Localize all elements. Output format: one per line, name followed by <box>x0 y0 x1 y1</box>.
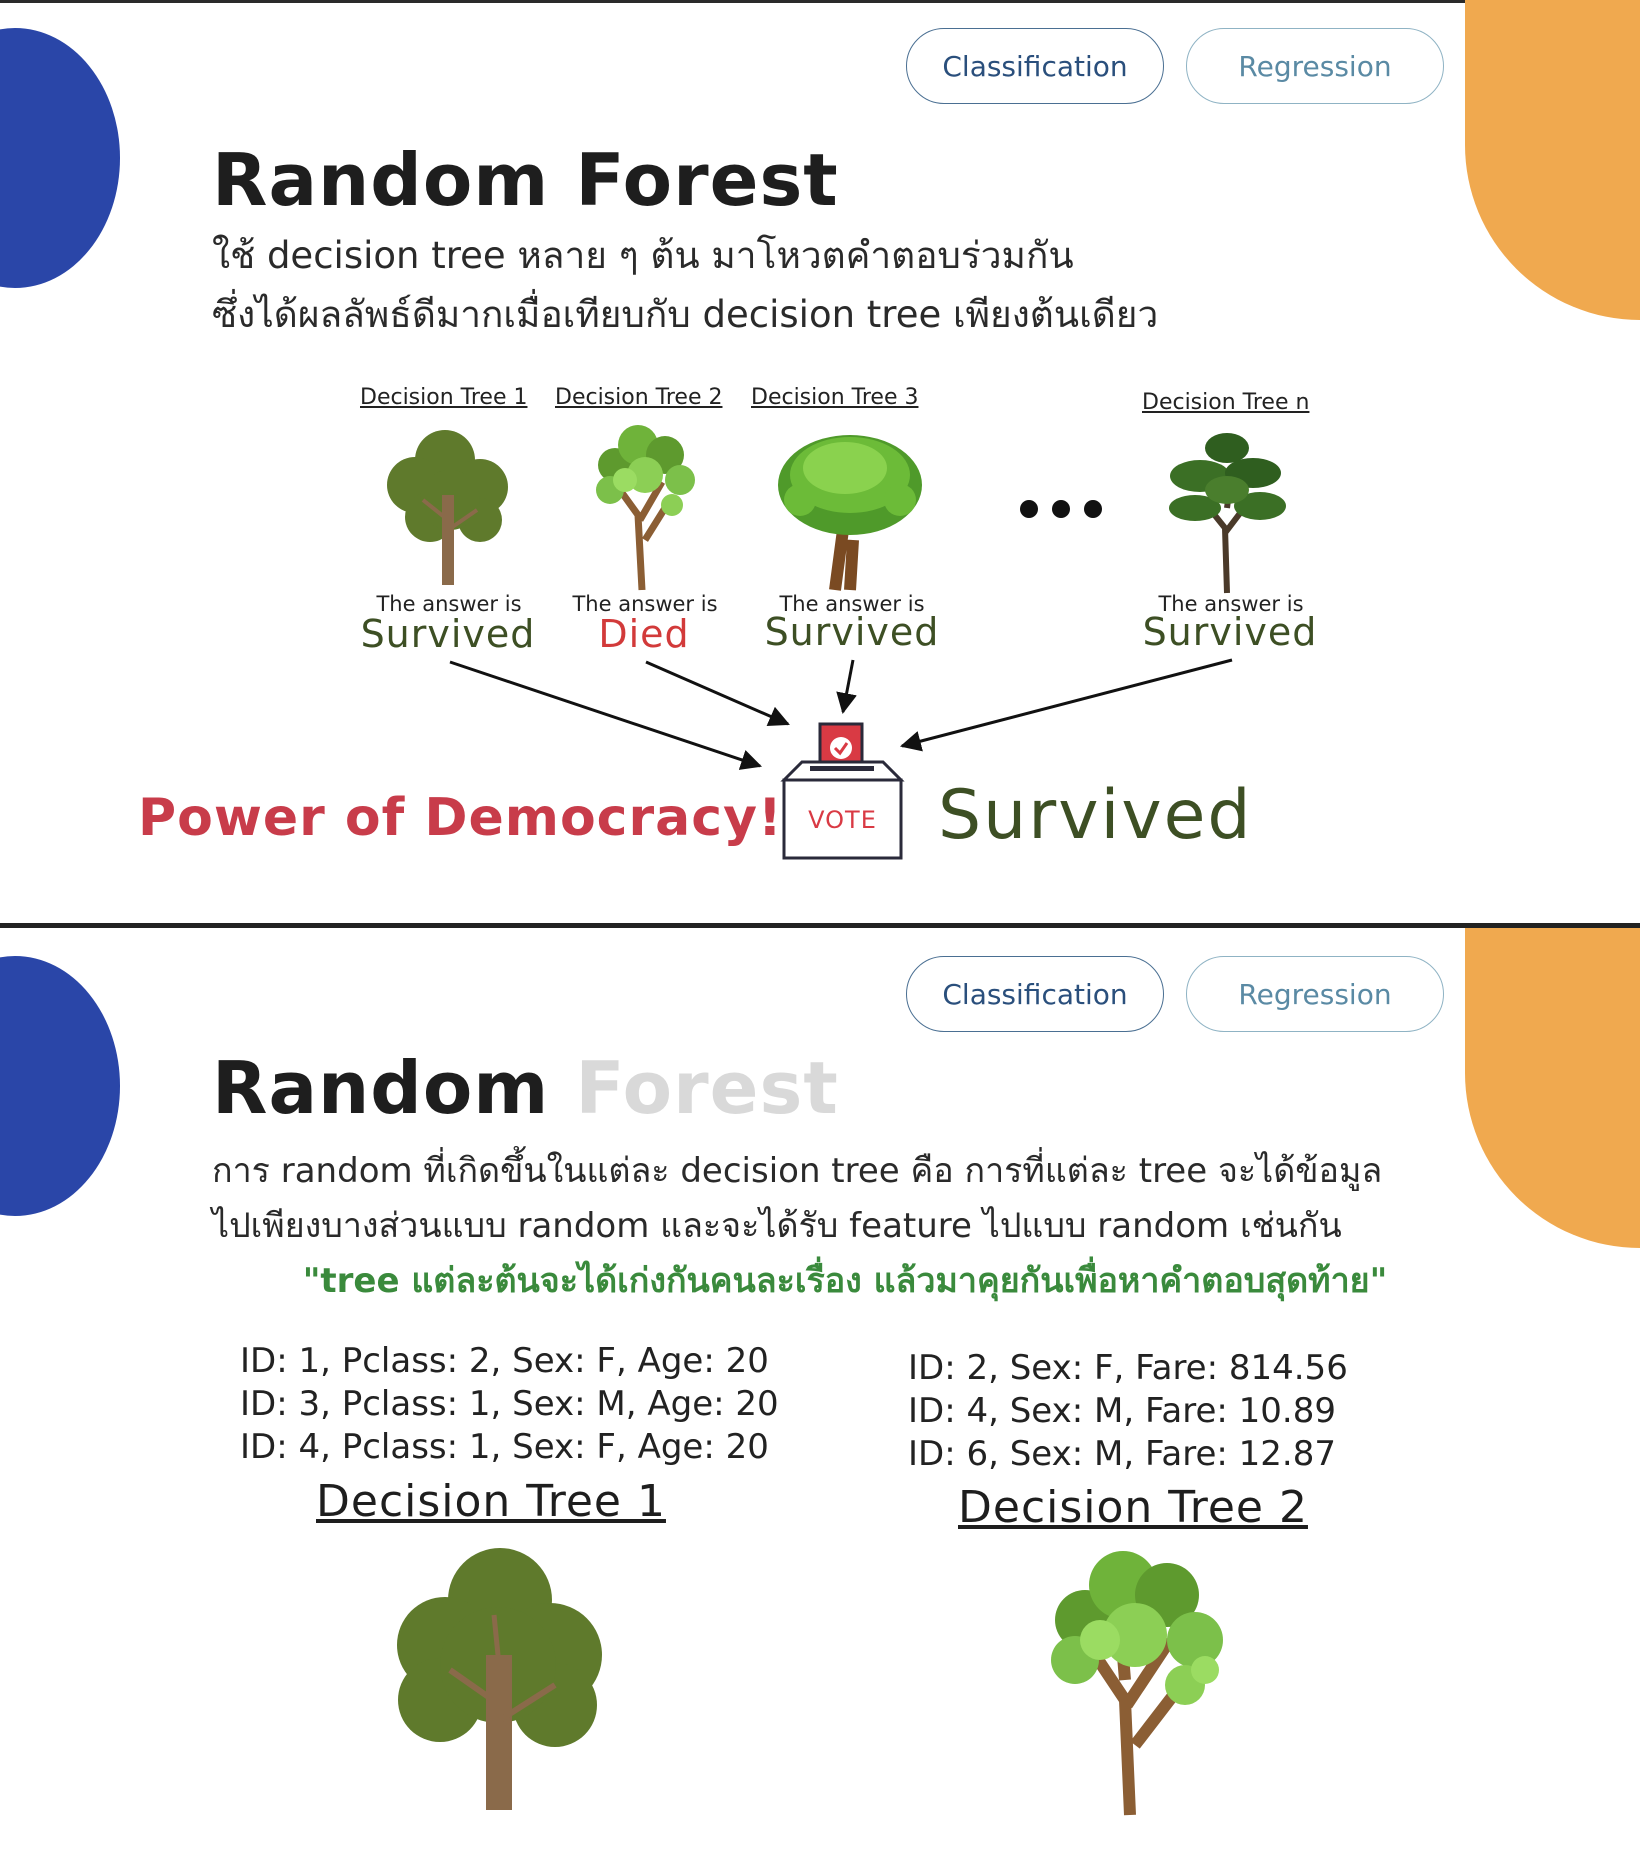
tree-3-icon <box>778 435 922 591</box>
title-random: Random <box>212 1046 550 1130</box>
classification-button[interactable]: Classification <box>906 956 1164 1032</box>
description-line-2: ซึ่งได้ผลลัพธ์ดีมากเมื่อเทียบกับ decisio… <box>212 293 1159 336</box>
tree-2-row: ID: 4, Sex: M, Fare: 10.89 <box>908 1391 1336 1431</box>
answer-prefix-1: The answer is <box>376 592 522 616</box>
decision-tree-2-icon <box>1051 1551 1223 1816</box>
tree-label-n: Decision Tree n <box>1142 390 1310 415</box>
answer-value-1: Survived <box>360 612 536 656</box>
page-title: Random Forest <box>212 1046 839 1130</box>
decision-tree-2-label: Decision Tree 2 <box>958 1482 1308 1533</box>
tree-label-1: Decision Tree 1 <box>360 385 528 410</box>
answer-value-3: Survived <box>764 610 940 654</box>
decision-tree-1-icon <box>397 1548 602 1810</box>
classification-button[interactable]: Classification <box>906 28 1164 104</box>
decision-tree-1-label: Decision Tree 1 <box>316 1476 666 1527</box>
democracy-caption: Power of Democracy! <box>138 788 783 848</box>
blue-decoration <box>0 956 120 1216</box>
answer-value-n: Survived <box>1142 610 1318 654</box>
top-border <box>0 0 1640 3</box>
answer-prefix-3: The answer is <box>779 592 925 616</box>
answer-value-2: Died <box>598 612 690 656</box>
tree-1-row: ID: 1, Pclass: 2, Sex: F, Age: 20 <box>240 1341 769 1381</box>
tree-2-row: ID: 6, Sex: M, Fare: 12.87 <box>908 1434 1336 1474</box>
ballot-box-icon <box>780 722 905 860</box>
title-forest-faded: Forest <box>575 1046 839 1130</box>
description-line-1: ใช้ decision tree หลาย ๆ ต้น มาโหวตคำตอบ… <box>212 234 1074 277</box>
slide-divider <box>0 923 1640 928</box>
slide-random-explained: Classification Regression Random Forest … <box>0 928 1640 1856</box>
tree-1-data: ID: 1, Pclass: 2, Sex: F, Age: 20 ID: 3,… <box>240 1340 779 1469</box>
ellipsis-dots <box>1020 500 1102 518</box>
tree-2-data: ID: 2, Sex: F, Fare: 814.56 ID: 4, Sex: … <box>908 1347 1348 1476</box>
vote-label: VOTE <box>808 806 877 834</box>
vote-arrows <box>449 658 1233 770</box>
tree-2-icon <box>596 425 695 591</box>
answer-prefix-2: The answer is <box>572 592 718 616</box>
tree-n-icon <box>1169 433 1286 594</box>
slide-random-forest-overview: Classification Regression Random Forest … <box>0 0 1640 860</box>
page-title: Random Forest <box>212 138 839 222</box>
tree-label-3: Decision Tree 3 <box>751 385 919 410</box>
tree-1-row: ID: 3, Pclass: 1, Sex: M, Age: 20 <box>240 1384 779 1424</box>
tree-1-row: ID: 4, Pclass: 1, Sex: F, Age: 20 <box>240 1427 769 1467</box>
regression-button[interactable]: Regression <box>1186 28 1444 104</box>
regression-button[interactable]: Regression <box>1186 956 1444 1032</box>
description-line-2: ไปเพียงบางส่วนแบบ random และจะได้รับ fea… <box>212 1206 1342 1246</box>
description-line-1: การ random ที่เกิดขึ้นในแต่ละ decision t… <box>212 1151 1383 1191</box>
final-result: Survived <box>938 776 1253 855</box>
tree-2-row: ID: 2, Sex: F, Fare: 814.56 <box>908 1348 1348 1388</box>
orange-decoration <box>1465 928 1640 1248</box>
answer-prefix-n: The answer is <box>1158 592 1304 616</box>
quote-text: "tree แต่ละต้นจะได้เก่งกันคนละเรื่อง แล้… <box>302 1261 1388 1301</box>
tree-label-2: Decision Tree 2 <box>555 385 723 410</box>
tree-1-icon <box>387 430 508 585</box>
